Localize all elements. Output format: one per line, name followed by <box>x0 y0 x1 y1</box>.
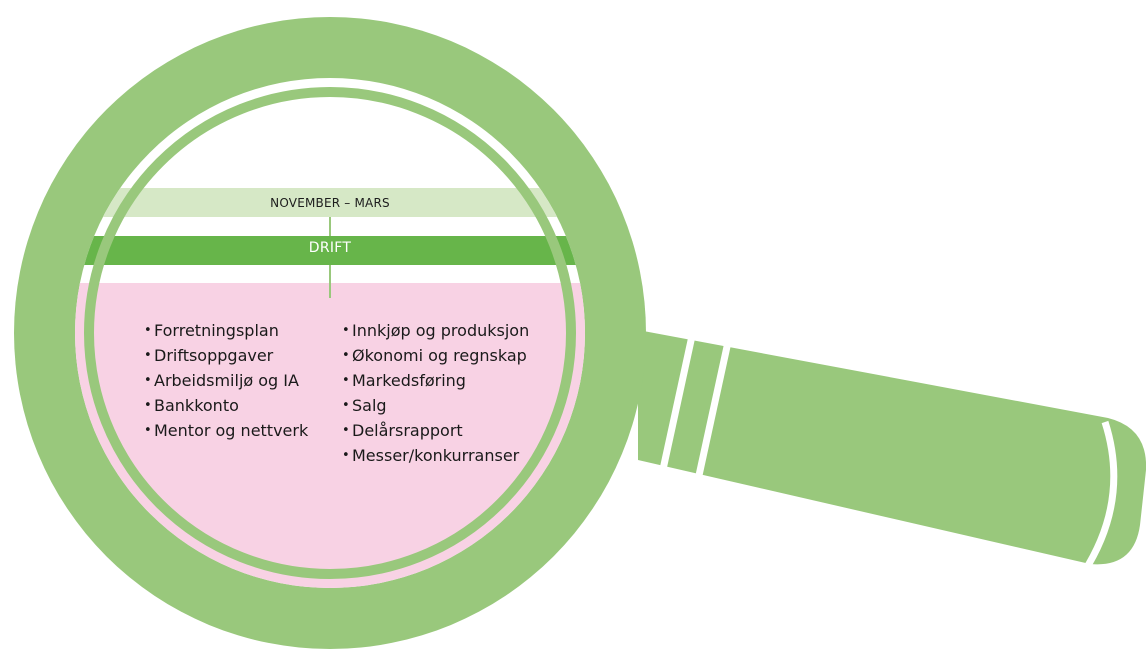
list-item: Delårsrapport <box>342 418 529 443</box>
period-label: NOVEMBER – MARS <box>270 196 390 210</box>
list-item: Innkjøp og produksjon <box>342 318 529 343</box>
drift-band <box>75 236 585 265</box>
list-item: Bankkonto <box>144 393 308 418</box>
list-item: Forretningsplan <box>144 318 308 343</box>
list-item: Mentor og nettverk <box>144 418 308 443</box>
list-item: Messer/konkurranser <box>342 443 529 468</box>
magnifier-handle <box>638 330 1146 574</box>
list-item: Markedsføring <box>342 368 529 393</box>
lens-inner-ring <box>84 87 576 579</box>
list-item: Driftsoppgaver <box>144 343 308 368</box>
list-item: Arbeidsmiljø og IA <box>144 368 308 393</box>
list-item: Økonomi og regnskap <box>342 343 529 368</box>
phase-label: DRIFT <box>308 240 352 256</box>
handle-stripe-2 <box>694 341 732 481</box>
handle-stripe-3 <box>1081 420 1118 574</box>
handle-body <box>638 330 1146 565</box>
task-list-right: Innkjøp og produksjon Økonomi og regnska… <box>342 318 529 468</box>
period-band <box>75 188 585 217</box>
list-item: Salg <box>342 393 529 418</box>
handle-stripe-1 <box>658 335 696 475</box>
task-list-left: Forretningsplan Driftsoppgaver Arbeidsmi… <box>144 318 308 443</box>
